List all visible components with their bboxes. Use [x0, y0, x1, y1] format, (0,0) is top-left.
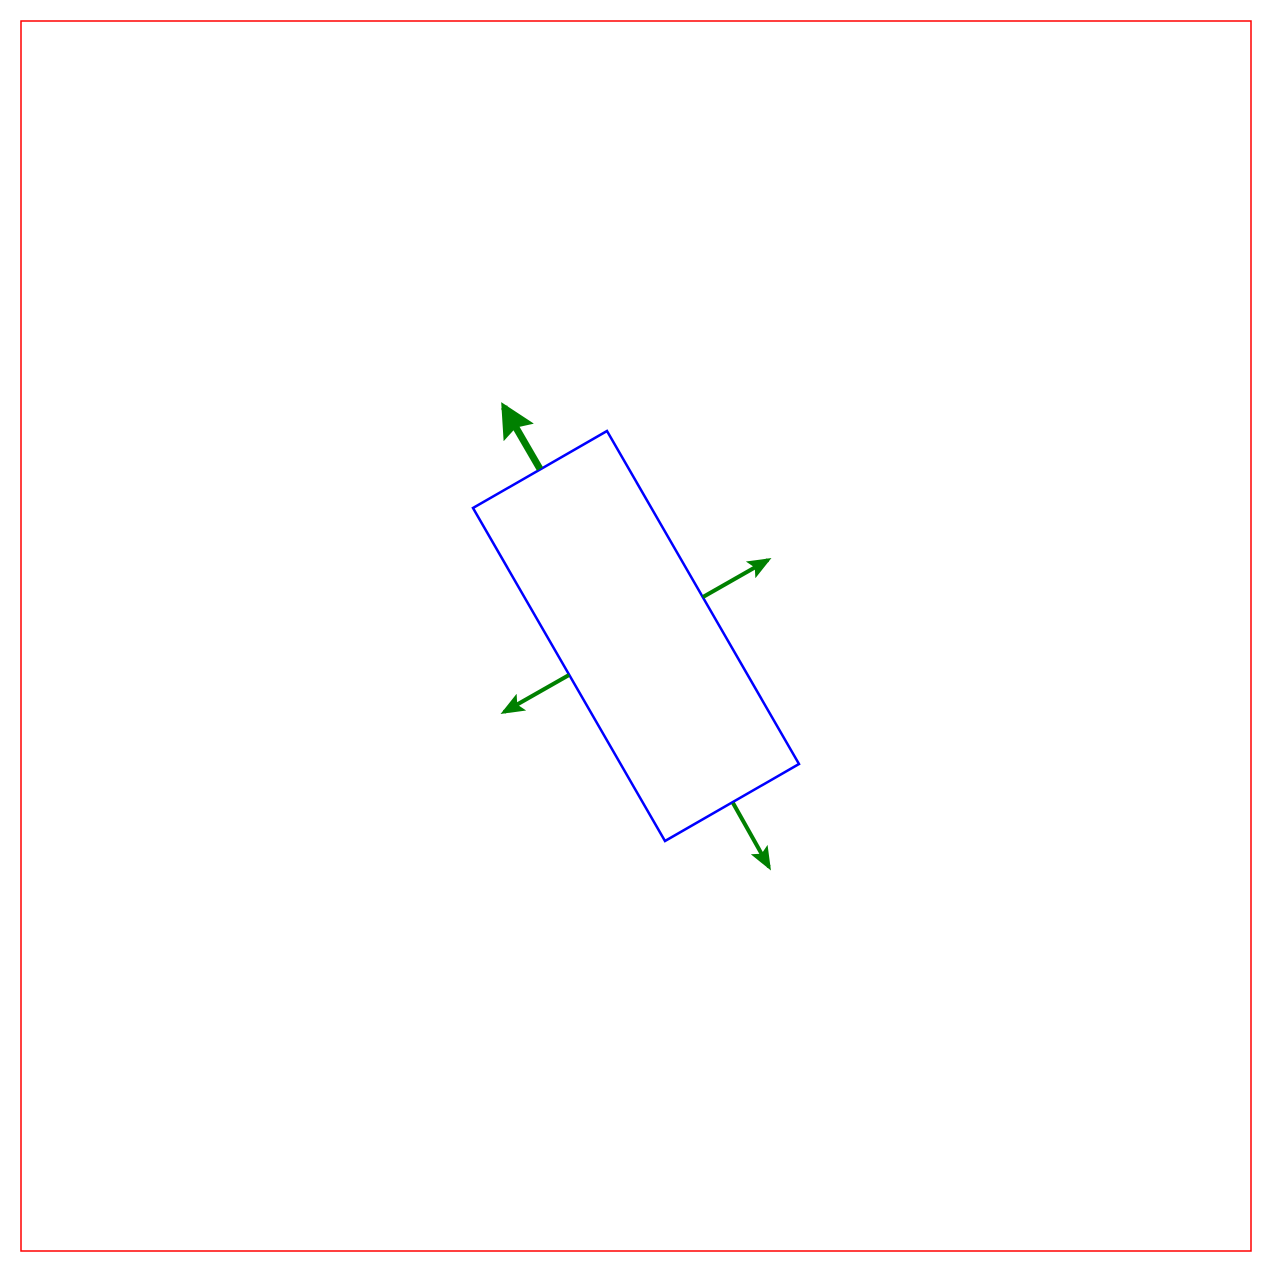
left-edge-arrow [500, 673, 570, 714]
right-edge-arrow [702, 558, 772, 599]
bottom-edge-arrow [731, 802, 771, 871]
frame-border [20, 20, 1252, 1252]
top-edge-arrow [500, 402, 544, 471]
body-rectangle [471, 429, 801, 843]
